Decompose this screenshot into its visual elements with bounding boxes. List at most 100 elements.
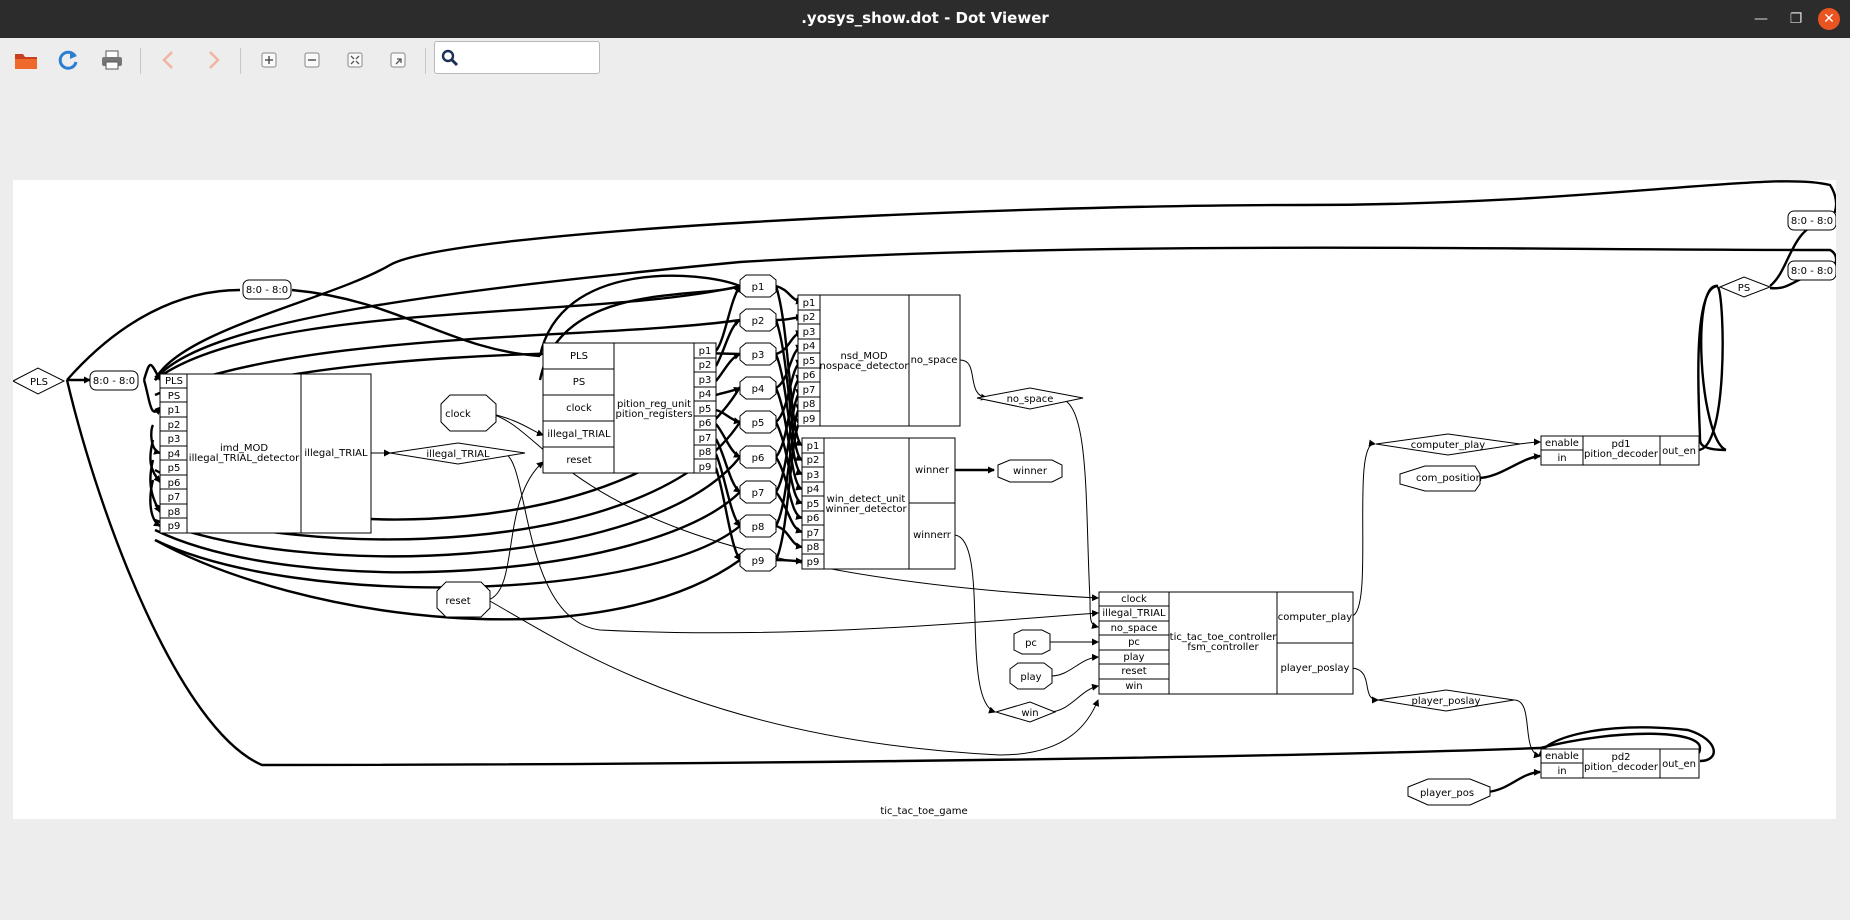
svg-text:p5: p5 — [168, 463, 181, 474]
back-button[interactable] — [154, 46, 184, 74]
pd1-input-in: in — [1557, 453, 1566, 464]
port-p2[interactable]: p2 — [739, 308, 777, 332]
wire-no_space[interactable]: no_space — [976, 387, 1084, 410]
port-p4[interactable]: p4 — [739, 376, 777, 400]
port-p6[interactable]: p6 — [739, 445, 777, 469]
svg-text:p1: p1 — [699, 346, 712, 357]
svg-text:reset: reset — [566, 455, 591, 466]
pd2-input-in: in — [1557, 766, 1566, 777]
svg-text:p2: p2 — [807, 455, 820, 466]
cell-pition_reg_unit[interactable]: PLS PS clock illegal_TRIAL reset pition_… — [542, 342, 717, 474]
graph-label: tic_tac_toe_game — [880, 806, 967, 817]
port-p5[interactable]: p5 — [739, 410, 777, 434]
svg-text:p7: p7 — [807, 528, 820, 539]
port-p9[interactable]: p9 — [739, 548, 777, 572]
slice-node[interactable]: 8:0 - 8:0 — [1787, 210, 1836, 231]
cell-name: pd1 — [1611, 439, 1630, 450]
port-com_position[interactable]: com_position — [1399, 465, 1482, 492]
port-clock[interactable]: clock — [440, 394, 497, 432]
svg-text:p7: p7 — [803, 385, 816, 396]
cell-pd2[interactable]: enable in pd2 pition_decoder out_en — [1540, 748, 1700, 779]
svg-text:illegal_TRIAL: illegal_TRIAL — [1102, 608, 1166, 619]
nsd-inputs: p1 p2 p3 p4 p5 p6 p7 p8 p9 — [798, 298, 820, 425]
port-p1[interactable]: p1 — [739, 274, 777, 298]
cell-tic_tac_toe_controller[interactable]: clock illegal_TRIAL no_space pc play res… — [1098, 591, 1354, 695]
svg-text:p7: p7 — [752, 488, 765, 499]
cell-win_detect_unit[interactable]: p1 p2 p3 p4 p5 p6 p7 p8 p9 win_detect_un… — [801, 437, 956, 570]
reload-button[interactable] — [53, 46, 83, 74]
svg-text:PLS: PLS — [30, 377, 48, 388]
wire-player_poslay[interactable]: player_poslay — [1377, 689, 1515, 712]
svg-text:PS: PS — [1738, 283, 1750, 294]
maximize-button[interactable]: ❐ — [1789, 11, 1803, 27]
zoom-100-button[interactable] — [383, 46, 413, 74]
svg-text:p5: p5 — [807, 499, 820, 510]
cell-nsd_MOD[interactable]: p1 p2 p3 p4 p5 p6 p7 p8 p9 nsd_MOD nospa… — [797, 294, 961, 427]
zoom-fit-button[interactable] — [340, 46, 370, 74]
cell-output: winner — [915, 465, 950, 476]
svg-text:p1: p1 — [803, 298, 816, 309]
svg-text:pc: pc — [1025, 638, 1037, 649]
zoom-out-button[interactable] — [297, 46, 327, 74]
pd1-input-enable: enable — [1545, 438, 1579, 449]
port-winner[interactable]: winner — [997, 459, 1063, 483]
search-icon — [441, 49, 459, 67]
minimize-button[interactable]: — — [1754, 11, 1768, 27]
cell-name: tic_tac_toe_controller — [1170, 632, 1278, 643]
svg-text:clock: clock — [1121, 594, 1147, 605]
port-reset[interactable]: reset — [436, 581, 491, 618]
svg-text:p9: p9 — [752, 556, 765, 567]
close-button[interactable]: ✕ — [1818, 8, 1840, 30]
port-p3[interactable]: p3 — [739, 342, 777, 366]
port-PLS[interactable]: PLS — [13, 367, 66, 395]
open-button[interactable] — [11, 46, 41, 74]
open-folder-icon — [15, 54, 37, 69]
svg-text:p3: p3 — [807, 470, 820, 481]
svg-text:player_poslay: player_poslay — [1412, 696, 1481, 707]
cell-name: pd2 — [1611, 752, 1630, 763]
svg-text:PLS: PLS — [570, 351, 588, 362]
cell-output: no_space — [911, 355, 958, 366]
thin-wires — [370, 359, 1541, 759]
graph-canvas[interactable]: PLS clock reset pc play com_position pla… — [13, 180, 1836, 819]
svg-text:no_space: no_space — [1111, 623, 1158, 634]
wire-win[interactable]: win — [994, 701, 1057, 723]
search-field[interactable] — [434, 41, 600, 74]
preg-outputs: p1 p2 p3 p4 p5 p6 p7 p8 p9 — [694, 346, 716, 473]
svg-text:p5: p5 — [752, 418, 765, 429]
cell-type: nospace_detector — [819, 361, 909, 372]
port-player_pos[interactable]: player_pos — [1407, 778, 1491, 806]
port-pc[interactable]: pc — [1013, 629, 1051, 655]
cell-output: out_en — [1662, 446, 1696, 457]
zoom-in-button[interactable] — [254, 46, 284, 74]
slice-node[interactable]: 8:0 - 8:0 — [1787, 260, 1836, 281]
cell-pd1[interactable]: enable in pd1 pition_decoder out_en — [1540, 435, 1700, 466]
wire-nodes: illegal_TRIAL no_space win computer_play… — [389, 387, 1521, 723]
svg-text:p3: p3 — [168, 434, 181, 445]
svg-text:win: win — [1125, 681, 1142, 692]
svg-text:p2: p2 — [803, 312, 816, 323]
port-play[interactable]: play — [1009, 662, 1053, 690]
svg-text:8:0 - 8:0: 8:0 - 8:0 — [1791, 266, 1833, 277]
slice-node[interactable]: 8:0 - 8:0 — [89, 370, 139, 391]
cell-imd_MOD[interactable]: PLS PS p1 p2 p3 p4 p5 p6 p7 p8 p9 imd_MO… — [159, 373, 372, 534]
svg-text:p9: p9 — [803, 414, 816, 425]
svg-text:p1: p1 — [807, 441, 820, 452]
svg-text:8:0 - 8:0: 8:0 - 8:0 — [246, 285, 288, 296]
wire-computer_play[interactable]: computer_play — [1375, 433, 1521, 456]
svg-text:p6: p6 — [699, 418, 712, 429]
svg-text:PS: PS — [573, 377, 585, 388]
port-p7[interactable]: p7 — [739, 480, 777, 504]
print-button[interactable] — [97, 46, 127, 74]
wire-illegal_TRIAL[interactable]: illegal_TRIAL — [389, 442, 526, 465]
svg-text:p4: p4 — [699, 389, 712, 400]
svg-text:illegal_TRIAL: illegal_TRIAL — [547, 429, 611, 440]
port-PS[interactable]: PS — [1718, 276, 1772, 298]
cell-output: player_poslay — [1281, 663, 1350, 674]
forward-button[interactable] — [198, 46, 228, 74]
slice-node[interactable]: 8:0 - 8:0 — [242, 279, 292, 300]
cell-type: pition_registers — [615, 409, 692, 420]
cell-name: nsd_MOD — [840, 351, 887, 362]
zoom-100-icon — [390, 52, 406, 68]
port-p8[interactable]: p8 — [739, 514, 777, 538]
